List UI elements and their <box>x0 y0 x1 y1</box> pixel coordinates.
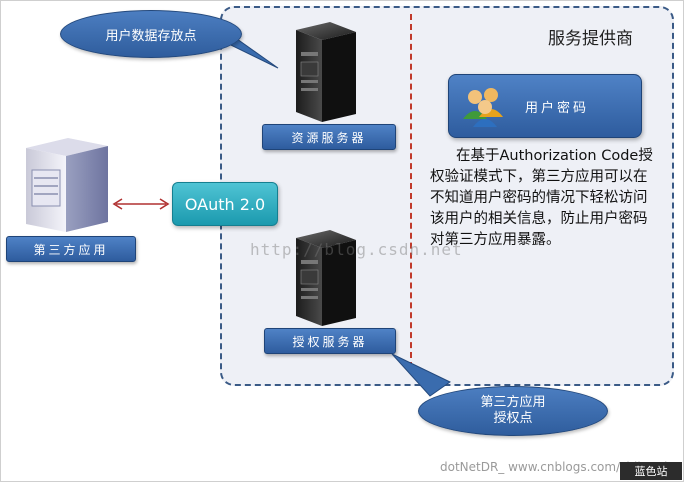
auth-point-callout: 第三方应用 授权点 <box>418 386 608 436</box>
site-badge: 蓝色站 <box>620 462 682 480</box>
auth-point-callout-tail <box>391 353 451 397</box>
oauth-label: OAuth 2.0 <box>172 182 278 226</box>
resource-server-icon <box>296 22 356 122</box>
user-password-label: 用户密码 <box>525 101 590 116</box>
provider-divider <box>410 14 412 368</box>
user-data-callout: 用户数据存放点 <box>60 10 242 58</box>
auth-server-label: 授权服务器 <box>264 328 396 354</box>
user-data-callout-text: 用户数据存放点 <box>105 28 197 44</box>
app-oauth-arrow <box>112 198 170 210</box>
auth-point-callout-line2: 授权点 <box>493 411 533 426</box>
footer-credit: dotNetDR_ www.cnblogs.com/zhihead <box>440 460 668 474</box>
third-party-app-label-text: 第三方应用 <box>33 242 109 257</box>
oauth-label-text: OAuth 2.0 <box>184 194 266 214</box>
user-password-box: 用户密码 <box>448 74 642 138</box>
description-text: 在基于Authorization Code授权验证模式下，第三方应用可以在不知道… <box>430 148 653 248</box>
service-provider-container <box>220 6 674 386</box>
auth-server-icon <box>296 230 356 326</box>
blog-watermark: http://blog.csdn.net <box>250 240 463 259</box>
resource-server-label: 资源服务器 <box>262 124 396 150</box>
service-provider-title: 服务提供商 <box>548 29 633 49</box>
third-party-app-server-icon <box>26 138 108 232</box>
auth-point-callout-line1: 第三方应用 <box>480 395 546 410</box>
auth-server-label-text: 授权服务器 <box>292 334 368 349</box>
resource-server-label-text: 资源服务器 <box>291 130 367 145</box>
users-icon <box>463 88 503 127</box>
third-party-app-label: 第三方应用 <box>6 236 136 262</box>
